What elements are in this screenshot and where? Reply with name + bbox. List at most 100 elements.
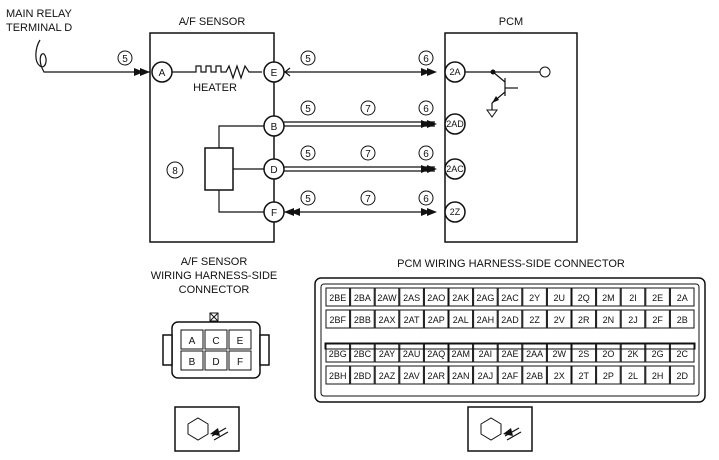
pcm-cavity — [669, 287, 695, 307]
pcm-cavity — [596, 309, 621, 329]
pcm-cavity-label: 2L — [628, 371, 638, 381]
pcm-cavity-label: 2AX — [378, 315, 395, 325]
callout-5-f-text: 5 — [305, 194, 311, 205]
af-connector-view-icon — [174, 406, 240, 452]
pcm-cavity — [546, 287, 572, 307]
pcm-cavity — [522, 309, 547, 329]
pcm-title: PCM — [499, 16, 523, 28]
pcm-cavity — [620, 309, 646, 329]
pcm-cavity — [546, 343, 572, 363]
pin-2a-label: 2A — [449, 67, 460, 77]
pcm-cavity — [522, 287, 547, 307]
pcm-cavity-label: 2K — [627, 349, 638, 359]
pcm-cavity-label: 2BG — [329, 349, 347, 359]
pcm-cavity — [546, 365, 572, 385]
pcm-cavity-label: 2AL — [453, 315, 469, 325]
callout-5-a — [117, 50, 133, 66]
callout-8-text: 8 — [172, 166, 178, 177]
af-cavity-label: F — [237, 357, 243, 368]
pcm-cavity-label: 2AR — [427, 371, 445, 381]
pcm-cavity-label: 2AZ — [379, 371, 396, 381]
pcm-cavity-label: 2AO — [427, 293, 445, 303]
pcm-cavity-label: 2AK — [452, 293, 469, 303]
arrow-to-2ad — [427, 120, 437, 128]
pcm-cavity-label: 2P — [603, 371, 614, 381]
af-connector-label-3: CONNECTOR — [179, 284, 250, 296]
af-connector-latch-x2 — [209, 312, 219, 322]
arrow-to-2a-2 — [421, 68, 431, 76]
ground-symbol — [486, 109, 498, 118]
callout-7-f-text: 7 — [365, 194, 371, 205]
pcm-cavity — [669, 365, 695, 385]
main-relay-label-line2: TERMINAL D — [6, 22, 72, 34]
pcm-cavity — [423, 343, 449, 363]
pcm-connector-label: PCM WIRING HARNESS-SIDE CONNECTOR — [397, 258, 625, 270]
sensor-wire-f — [218, 190, 264, 213]
pcm-cavity-label: 2V — [554, 315, 565, 325]
pcm-cavity-label: 2O — [602, 349, 614, 359]
pcm-cavity — [423, 287, 449, 307]
pcm-cavity-label: 2Y — [529, 293, 540, 303]
pcm-cavity — [473, 309, 498, 329]
pin-d-label: D — [270, 165, 277, 176]
pcm-cavity — [620, 343, 646, 363]
callout-5-b-text: 5 — [305, 104, 311, 115]
pcm-cavity — [374, 343, 400, 363]
pcm-cavity-label: 2BB — [354, 315, 371, 325]
pcm-connector-outer — [314, 277, 706, 403]
pcm-cavity-label: 2A — [677, 293, 688, 303]
pin-2ad — [444, 113, 466, 135]
pcm-cavity — [497, 309, 523, 329]
pcm-cavity — [497, 365, 523, 385]
pcm-cavity-label: 2R — [578, 315, 590, 325]
pcm-cavity-label: 2AG — [476, 293, 494, 303]
callout-6-2z-text: 6 — [423, 194, 429, 205]
wire-e-2a-end-a — [284, 67, 291, 73]
pcm-cavity-label: 2AV — [403, 371, 419, 381]
pcm-cavity — [350, 365, 375, 385]
pcm-cavity — [350, 287, 375, 307]
pcm-cavity — [448, 343, 474, 363]
pcm-cavity-label: 2B — [677, 315, 688, 325]
af-view-icon-frame — [174, 406, 240, 452]
pcm-cavity — [325, 365, 351, 385]
callout-5-d — [300, 145, 316, 161]
pcm-cavity — [399, 287, 424, 307]
emitter-arrow — [492, 96, 499, 103]
pcm-cavity — [325, 309, 351, 329]
arrow-to-f — [284, 208, 294, 216]
pcm-cavity-label: 2BE — [329, 293, 346, 303]
pcm-cavity — [571, 343, 597, 363]
af-view-icon-plug — [187, 417, 209, 441]
pcm-cavity — [448, 365, 474, 385]
callout-5-e-text: 5 — [305, 54, 311, 65]
callout-6-2ad-text: 6 — [423, 104, 429, 115]
pcm-connector-inner — [320, 283, 700, 397]
pcm-connector-housing — [314, 277, 706, 403]
pcm-cavity — [645, 365, 670, 385]
pcm-cavity — [448, 309, 474, 329]
wire-e-2a-end-b — [284, 71, 291, 77]
pcm-cavity — [546, 309, 572, 329]
pcm-cavity-label: 2H — [652, 371, 664, 381]
pcm-cavity — [596, 343, 621, 363]
pcm-cavity-label: 2AP — [428, 315, 445, 325]
callout-6-2ac-text: 6 — [423, 149, 429, 160]
pcm-cavity — [645, 343, 670, 363]
pcm-view-icon-plug — [480, 417, 502, 441]
pcm-cavity-label: 2W — [552, 349, 566, 359]
af-connector-face — [162, 312, 270, 379]
af-connector-latch — [209, 312, 219, 322]
pcm-cavity-label: 2Z — [529, 315, 540, 325]
af-cavity-label: B — [189, 357, 196, 368]
callout-8 — [166, 161, 184, 179]
pcm-cavity-label: 2X — [554, 371, 565, 381]
pcm-cavity — [448, 287, 474, 307]
pcm-cavity-label: 2Q — [578, 293, 590, 303]
pin-2ac — [444, 158, 466, 180]
pcm-cavity — [571, 365, 597, 385]
af-connector-label-2: WIRING HARNESS-SIDE — [151, 270, 278, 282]
pcm-cavity-label: 2AN — [452, 371, 470, 381]
